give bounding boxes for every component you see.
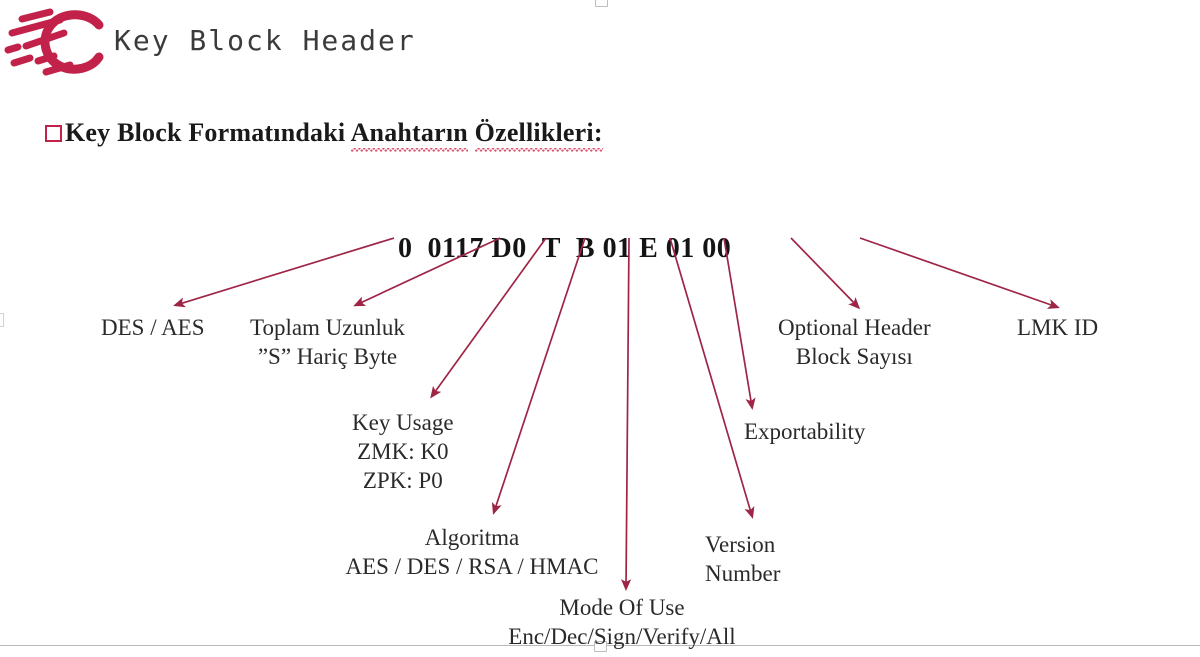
square-bullet-icon: [45, 124, 62, 142]
annotation-line: Version: [705, 532, 776, 557]
field-block-length: 0117: [427, 233, 484, 264]
annotation-optional-header: Optional Header Block Sayısı: [778, 314, 931, 372]
company-c-logo-icon: [4, 6, 108, 78]
annotation-key-usage: Key Usage ZMK: K0 ZPK: P0: [352, 409, 454, 496]
arrow-to-optional-header: [790, 237, 861, 310]
field-mode-of-use: B: [575, 233, 596, 264]
key-block-string: 0 0117 D0 T B 01 E 01 00: [368, 201, 731, 297]
field-lmk-id: 00: [702, 233, 732, 264]
annotation-line: LMK ID: [1017, 315, 1099, 340]
page-heading: Key Block Formatındaki Anahtarın Özellik…: [65, 118, 603, 148]
annotation-des-aes: DES / AES: [101, 314, 205, 343]
annotation-toplam-uzunluk: Toplam Uzunluk ”S” Hariç Byte: [250, 314, 405, 372]
field-optional-blocks: 01: [665, 233, 695, 264]
annotation-algoritma: Algoritma AES / DES / RSA / HMAC: [312, 524, 632, 582]
page-title: Key Block Header: [114, 24, 416, 57]
annotation-line: ”S” Hariç Byte: [257, 343, 398, 369]
annotation-line: Exportability: [744, 419, 866, 444]
annotation-lmk-id: LMK ID: [1017, 314, 1098, 343]
arrow-to-des-aes: [173, 237, 395, 308]
slide-header: Key Block Header: [0, 0, 1200, 92]
annotation-line: DES / AES: [101, 315, 205, 340]
field-algorithm: T: [541, 233, 561, 264]
heading-segment-4-misspelled: Özellikleri:: [474, 118, 603, 152]
annotation-version-number: Version Number: [705, 531, 780, 589]
annotation-line: ZPK: P0: [362, 467, 443, 493]
annotation-line: Toplam Uzunluk: [250, 315, 405, 340]
slide-bottom-handle[interactable]: [594, 641, 607, 652]
annotation-line: Enc/Dec/Sign/Verify/All: [508, 623, 736, 649]
heading-segment-3: [468, 118, 475, 147]
field-key-usage: D0: [491, 233, 527, 264]
annotation-exportability: Exportability: [744, 418, 865, 447]
heading-segment-2-misspelled: Anahtarın: [350, 118, 468, 152]
slide-top-handle[interactable]: [595, 0, 608, 7]
heading-segment-1: Key Block Formatındaki: [65, 118, 351, 147]
annotation-line: Algoritma: [424, 525, 520, 550]
annotation-mode-of-use: Mode Of Use Enc/Dec/Sign/Verify/All: [462, 594, 782, 652]
annotation-line: ZMK: K0: [357, 438, 449, 464]
heading-row: Key Block Formatındaki Anahtarın Özellik…: [45, 118, 603, 148]
annotation-line: AES / DES / RSA / HMAC: [345, 553, 599, 579]
annotation-line: Optional Header: [778, 315, 931, 340]
annotation-line: Mode Of Use: [559, 595, 685, 620]
annotation-line: Number: [705, 560, 781, 586]
field-version-id: 0: [398, 233, 413, 264]
slide-left-edge-marker: [0, 313, 4, 327]
field-exportability: E: [639, 233, 659, 264]
arrow-to-lmk-id: [859, 237, 1060, 309]
annotation-line: Block Sayısı: [795, 343, 913, 369]
field-key-version-number: 01: [602, 233, 632, 264]
annotation-line: Key Usage: [352, 410, 454, 435]
